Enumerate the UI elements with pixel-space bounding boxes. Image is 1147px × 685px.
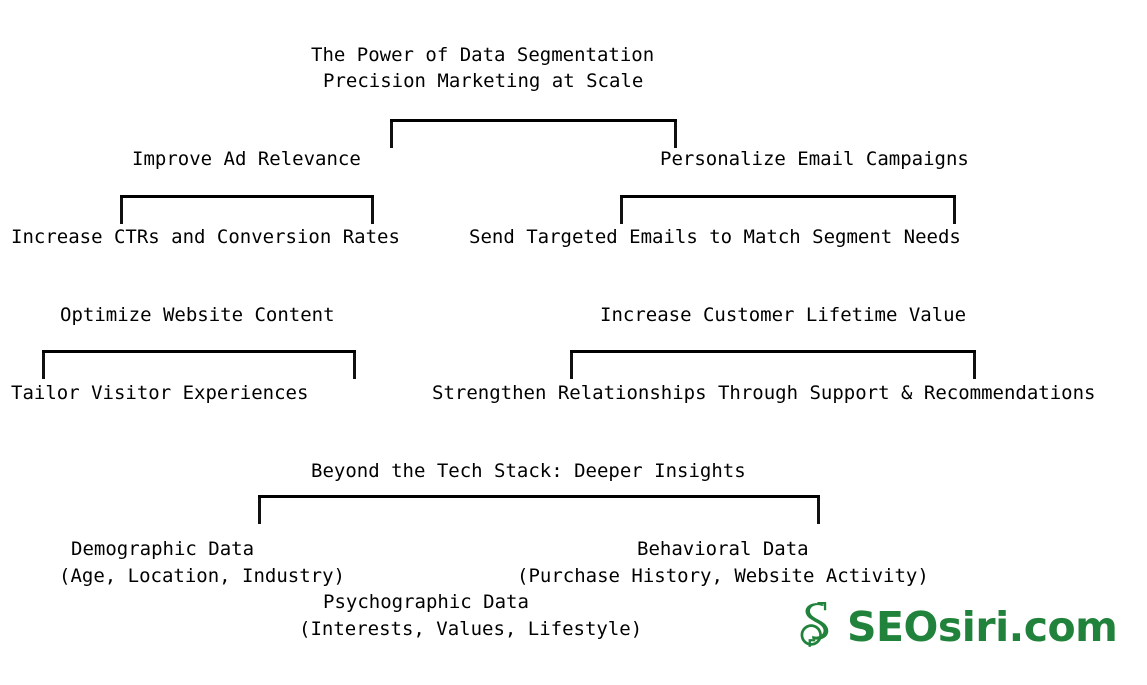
connector-tick-right: [953, 198, 956, 224]
branch-label-optimize-website-content: Optimize Website Content: [60, 304, 335, 326]
connector-tick-left: [42, 353, 45, 379]
connector-tick-right: [371, 198, 374, 224]
connector-bar: [390, 119, 677, 122]
connector-tick-left: [258, 498, 261, 524]
connector-tick-right: [973, 353, 976, 379]
connector-bar: [120, 195, 374, 198]
data-type-name-behavioral: Behavioral Data: [637, 538, 809, 560]
logo-wordmark: SEOsiri.com: [847, 602, 1118, 651]
diagram-title-line-2: Precision Marketing at Scale: [323, 70, 644, 92]
data-type-name-demographic: Demographic Data: [71, 538, 255, 560]
data-type-detail-demographic: (Age, Location, Industry): [59, 565, 345, 587]
branch-child-strengthen-relationships: Strengthen Relationships Through Support…: [432, 382, 1096, 404]
branch-label-personalize-email-campaigns: Personalize Email Campaigns: [660, 148, 969, 170]
connector-bar: [570, 350, 976, 353]
branch-label-improve-ad-relevance: Improve Ad Relevance: [132, 148, 361, 170]
seosiri-logo[interactable]: SEOsiri.com: [797, 601, 1118, 653]
section-heading-beyond-the-tech-stack: Beyond the Tech Stack: Deeper Insights: [311, 460, 746, 482]
branch-child-tailor-visitor-experiences: Tailor Visitor Experiences: [11, 382, 309, 404]
connector-tick-right: [817, 498, 820, 524]
connector-tick-left: [570, 353, 573, 379]
data-type-name-psychographic: Psychographic Data: [323, 591, 529, 613]
connector-bar: [258, 495, 820, 498]
connector-bar: [42, 350, 356, 353]
connector-tick-right: [353, 353, 356, 379]
branch-label-increase-customer-lifetime-value: Increase Customer Lifetime Value: [600, 304, 967, 326]
data-type-detail-psychographic: (Interests, Values, Lifestyle): [299, 618, 643, 640]
diagram-title-line-1: The Power of Data Segmentation: [311, 44, 655, 66]
seosiri-s-monogram-icon: [800, 602, 829, 647]
connector-tick-left: [120, 198, 123, 224]
connector-tick-left: [390, 122, 393, 148]
connector-tick-right: [674, 122, 677, 148]
branch-child-send-targeted-emails: Send Targeted Emails to Match Segment Ne…: [469, 226, 961, 248]
branch-child-increase-ctrs: Increase CTRs and Conversion Rates: [11, 226, 400, 248]
connector-tick-left: [620, 198, 623, 224]
connector-bar: [620, 195, 956, 198]
data-type-detail-behavioral: (Purchase History, Website Activity): [517, 565, 929, 587]
